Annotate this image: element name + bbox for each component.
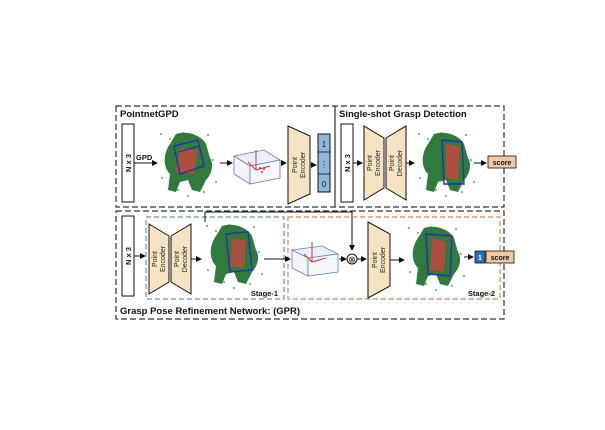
stage2-grasp-box: [425, 233, 453, 277]
stage2-score-label: score: [491, 255, 510, 262]
stage2-index-box: [474, 250, 486, 264]
single-shot-encoder-label-1: Point: [367, 155, 374, 171]
multiply-symbol: ⊗: [348, 255, 356, 265]
classification-vector: 1 ⋮ 0: [317, 133, 331, 193]
stage2-index-label: 1: [478, 255, 482, 262]
pointnetgpd-panel: PointnetGPD N x 3 GPD Point Encod: [120, 109, 331, 205]
stage2-point-cloud: [408, 226, 465, 291]
vector-top-value: 1: [322, 140, 327, 149]
stage2-encoder-label-1: Point: [372, 252, 379, 268]
stage1-grasp-box: [225, 231, 253, 273]
top-outer-frame: [115, 105, 505, 208]
single-shot-decoder-block: [385, 125, 407, 201]
gpr-decoder-label-1: Point: [174, 251, 181, 267]
gripper-frame-cube: [232, 149, 282, 185]
gpr-input-label: N x 3: [124, 247, 133, 265]
single-shot-decoder-label-1: Point: [389, 155, 396, 171]
point-encoder-block: [287, 125, 311, 205]
single-shot-decoder-label-2: Decoder: [397, 149, 404, 176]
stage1-point-cloud: [206, 224, 263, 289]
point-cloud-image: [160, 132, 217, 197]
gpr-encoder-label-2: Encoder: [160, 245, 167, 272]
single-shot-point-cloud: [418, 132, 475, 197]
point-encoder-label-1: Point: [292, 157, 299, 173]
single-shot-panel: Single-shot Grasp Detection N x 3 Point …: [339, 109, 517, 203]
gpr-decoder-label-2: Decoder: [182, 245, 189, 272]
gpr-decoder-block: [170, 223, 192, 295]
single-shot-score-label: score: [493, 160, 512, 167]
vector-bottom-value: 0: [322, 180, 327, 189]
grasp-box: [173, 139, 205, 175]
gpr-encoder-block: [148, 223, 170, 295]
point-encoder-label-2: Encoder: [300, 151, 307, 178]
gpr-panel: N x 3 Stage-1 Point Encoder Point Decode…: [120, 211, 515, 317]
stage1-label: Stage-1: [251, 289, 278, 298]
stage2-label: Stage-2: [468, 289, 495, 298]
x-axis: [255, 165, 271, 171]
single-shot-input-label: N x 3: [343, 154, 352, 172]
grasp-region: [176, 148, 198, 174]
stage2-encoder-block: [367, 221, 391, 299]
single-shot-encoder-block: [363, 125, 385, 201]
stage2-gripper-cube: [290, 242, 340, 277]
single-shot-grasp-box: [441, 139, 465, 185]
single-shot-title: Single-shot Grasp Detection: [339, 109, 467, 120]
pointnetgpd-input-label: N x 3: [124, 154, 133, 172]
bottom-outer-frame: [115, 210, 505, 320]
gpr-title: Grasp Pose Refinement Network: (GPR): [120, 306, 300, 317]
gpd-arrow-label: GPD: [136, 153, 153, 162]
stage2-encoder-label-2: Encoder: [380, 246, 387, 273]
stage1-frame: [145, 216, 285, 300]
single-shot-encoder-label-2: Encoder: [375, 149, 382, 176]
gpr-encoder-label-1: Point: [152, 251, 159, 267]
y-axis: [247, 161, 257, 171]
stage2-score-box: [485, 250, 515, 264]
single-shot-score-box: [487, 155, 517, 169]
vector-ellipsis: ⋮: [320, 160, 328, 169]
pointnetgpd-title: PointnetGPD: [120, 109, 179, 120]
feature-skip-connection: [204, 211, 355, 251]
